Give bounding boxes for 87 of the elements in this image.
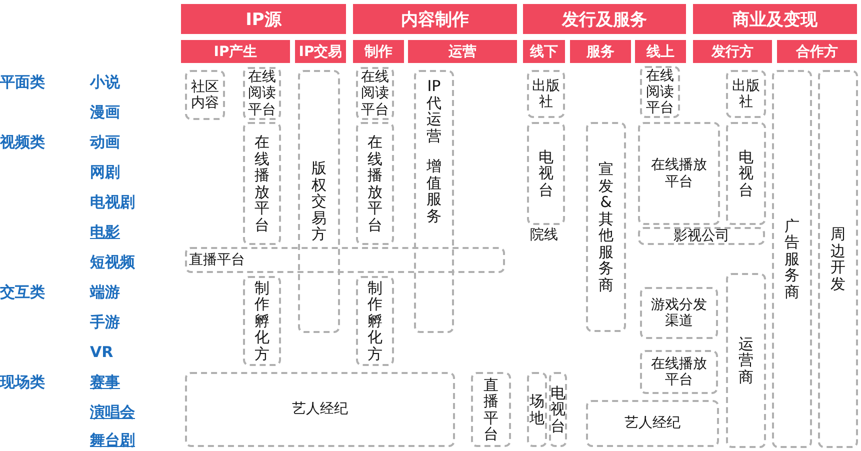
text-label: 院线 (530, 226, 558, 244)
box-label: 直播平台 (189, 252, 245, 268)
dashed-box (185, 372, 455, 447)
box-label: 电视台 (538, 148, 554, 198)
column-header: 商业及变现 (693, 4, 857, 34)
dashed-box (471, 372, 511, 447)
box-label: 出版社 (532, 78, 560, 110)
box-label: 在线阅读平台 (646, 68, 674, 116)
column-header: 制作 (353, 40, 404, 63)
column-header: IP源 (181, 4, 346, 34)
box-label: 游戏分发渠道 (651, 296, 707, 330)
column-header: 运营 (408, 40, 517, 63)
box-label: 艺人经纪 (292, 401, 348, 418)
box-label: 艺人经纪 (624, 415, 680, 432)
box-label: 周边开发 (830, 226, 846, 292)
item-link: 演唱会 (90, 403, 135, 422)
item-label: VR (90, 343, 114, 361)
dashed-box (726, 273, 766, 448)
box-label: 增值服务 (426, 158, 442, 224)
dashed-box (640, 66, 680, 118)
box-label: 版权交易方 (312, 160, 326, 243)
dashed-box (527, 372, 547, 447)
dashed-box (638, 227, 765, 245)
dashed-box (586, 122, 626, 332)
box-label: 直播平台 (484, 376, 498, 442)
column-header: 线下 (523, 40, 565, 63)
dashed-box (298, 70, 340, 333)
box-label: 电视台 (550, 384, 566, 434)
item-link: 电影 (90, 223, 120, 242)
column-header: 服务 (570, 40, 631, 63)
dashed-box (638, 122, 720, 225)
box-label: 在线播放平台 (651, 157, 707, 190)
dashed-box (549, 372, 567, 447)
box-label: 制作孵化方 (368, 280, 382, 362)
item-link: 舞台剧 (90, 431, 135, 450)
dashed-box (818, 70, 858, 448)
item-link: 赛事 (90, 373, 120, 392)
box-label: 在线阅读平台 (361, 69, 389, 118)
item-label: 动画 (90, 133, 120, 152)
dashed-box (185, 70, 225, 120)
dashed-box (414, 70, 454, 333)
box-label: 在线播放平台 (651, 356, 707, 388)
box-label: 出版社 (732, 78, 760, 110)
category-label: 交互类 (0, 283, 45, 302)
dashed-box (527, 122, 565, 225)
item-label: 端游 (90, 283, 120, 302)
item-label: 网剧 (90, 163, 120, 182)
box-label: 影视公司 (674, 228, 730, 244)
item-label: 漫画 (90, 103, 120, 122)
column-header: 内容制作 (353, 4, 517, 34)
dashed-box (772, 70, 812, 448)
dashed-box (640, 350, 718, 394)
box-label: 在线播放平台 (368, 134, 382, 233)
dashed-box (527, 70, 565, 118)
box-label: 宣发&其他服务商 (598, 161, 614, 293)
column-header: 发行方 (693, 40, 772, 63)
dashed-box (243, 122, 281, 245)
column-header: 发行及服务 (523, 4, 686, 34)
dashed-box (243, 67, 281, 120)
category-label: 平面类 (0, 73, 45, 92)
item-label: 小说 (90, 73, 120, 92)
column-header: IP产生 (181, 40, 290, 63)
column-header: 线上 (635, 40, 686, 63)
dashed-box (356, 122, 394, 245)
dashed-box (356, 276, 394, 366)
dashed-box (726, 122, 766, 225)
box-label: 在线播放平台 (254, 134, 270, 233)
item-label: 手游 (90, 313, 120, 332)
item-label: 电视剧 (90, 193, 135, 212)
box-label: 广告服务商 (784, 218, 800, 300)
box-label: 在线阅读平台 (248, 69, 276, 118)
column-header: 合作方 (777, 40, 857, 63)
box-label: 制作孵化方 (254, 280, 270, 362)
box-label: 运营商 (738, 336, 754, 386)
dashed-box (640, 287, 718, 339)
item-label: 短视频 (90, 253, 135, 272)
dashed-box (356, 67, 394, 120)
category-label: 视频类 (0, 133, 45, 152)
box-label: IP代运营 (426, 78, 442, 144)
dashed-box (586, 400, 719, 447)
column-header: IP交易 (295, 40, 346, 63)
dashed-box (243, 276, 281, 366)
box-label: 场地 (530, 393, 544, 426)
dashed-box (185, 247, 505, 273)
dashed-box (726, 70, 766, 118)
box-label: 社区内容 (191, 78, 219, 112)
box-label: 电视台 (738, 148, 754, 198)
